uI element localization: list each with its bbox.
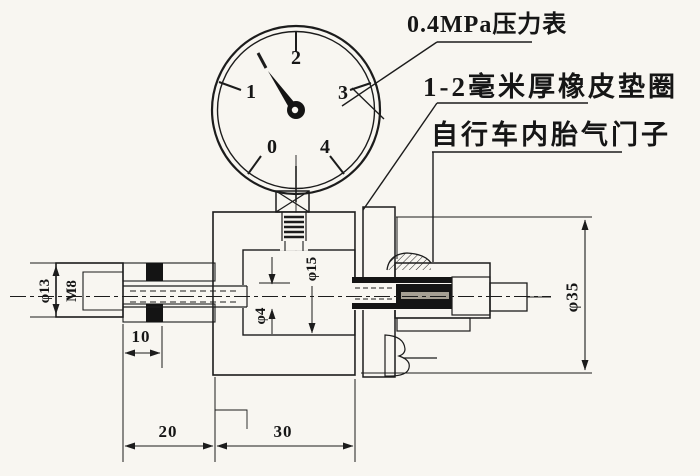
dim-10: 10 [122,324,163,462]
dim-text-30: 30 [274,422,293,441]
label-tube-valve: 自行车内胎气门子 [431,119,671,150]
valve-assembly [352,252,551,377]
needle-hub-dot [291,106,299,114]
dial-ticks [218,32,385,202]
leader-gasket [362,102,438,211]
dim-text-m8: M8 [64,280,80,302]
gland-sleeve-bottom [122,303,216,323]
dim-text-phi35: φ35 [563,282,582,313]
dim-phi4: φ4 [253,257,290,334]
dial-numbers: 0 1 2 3 4 [246,47,348,158]
dial-number-1: 1 [246,81,256,103]
pressure-gauge: 0 1 2 3 4 [210,24,385,202]
valve-hump-fill [387,253,431,270]
gauge-connector [275,190,310,251]
gland-sleeve-top [122,262,216,282]
callout-gasket: 1-2毫米厚橡皮垫圈 [362,71,678,211]
rubber-core-stripe [401,292,449,299]
thread-bars [284,215,304,239]
valve-hump [386,252,432,271]
valve-inner-block [451,276,491,316]
dim-m8: M8 [64,280,80,302]
step-ext-line [215,409,248,429]
leader-gauge [341,41,438,107]
valve-channel-wall-top [352,277,452,283]
dim-text-phi4: φ4 [253,307,269,324]
seal-square-top [146,263,163,281]
valve-tip-stem [489,282,528,312]
dim-phi13: φ13 [30,262,60,318]
valve-channel-wall-bottom [352,303,452,309]
connector-nut [275,190,310,213]
dial-number-0: 0 [267,136,277,158]
callout-gauge: 0.4MPa压力表 [341,11,567,107]
dim-text-phi13: φ13 [37,279,53,303]
valve-collar [396,317,471,332]
dial-number-3: 3 [338,82,348,104]
dial-number-2: 2 [291,47,301,69]
callout-valve: 自行车内胎气门子 [431,119,671,262]
dim-text-20: 20 [159,422,178,441]
label-pressure-gauge: 0.4MPa压力表 [407,11,567,38]
dim-30: 30 [215,379,356,462]
seal-square-bottom [146,304,163,322]
dial-number-4: 4 [320,136,330,158]
dim-text-10: 10 [132,327,151,346]
rod-head-socket [82,271,123,311]
dim-phi35: φ35 [361,216,592,374]
rod-assembly [55,262,248,323]
bottom-screw-head [384,334,410,377]
dim-phi15: φ15 [304,257,320,334]
label-rubber-gasket: 1-2毫米厚橡皮垫圈 [423,71,678,102]
gauge-needle [256,52,305,119]
dim-20: 20 [124,377,216,462]
dim-text-phi15: φ15 [304,257,320,281]
tick-3-extension [351,87,385,120]
needle-tip-dash [256,52,268,69]
